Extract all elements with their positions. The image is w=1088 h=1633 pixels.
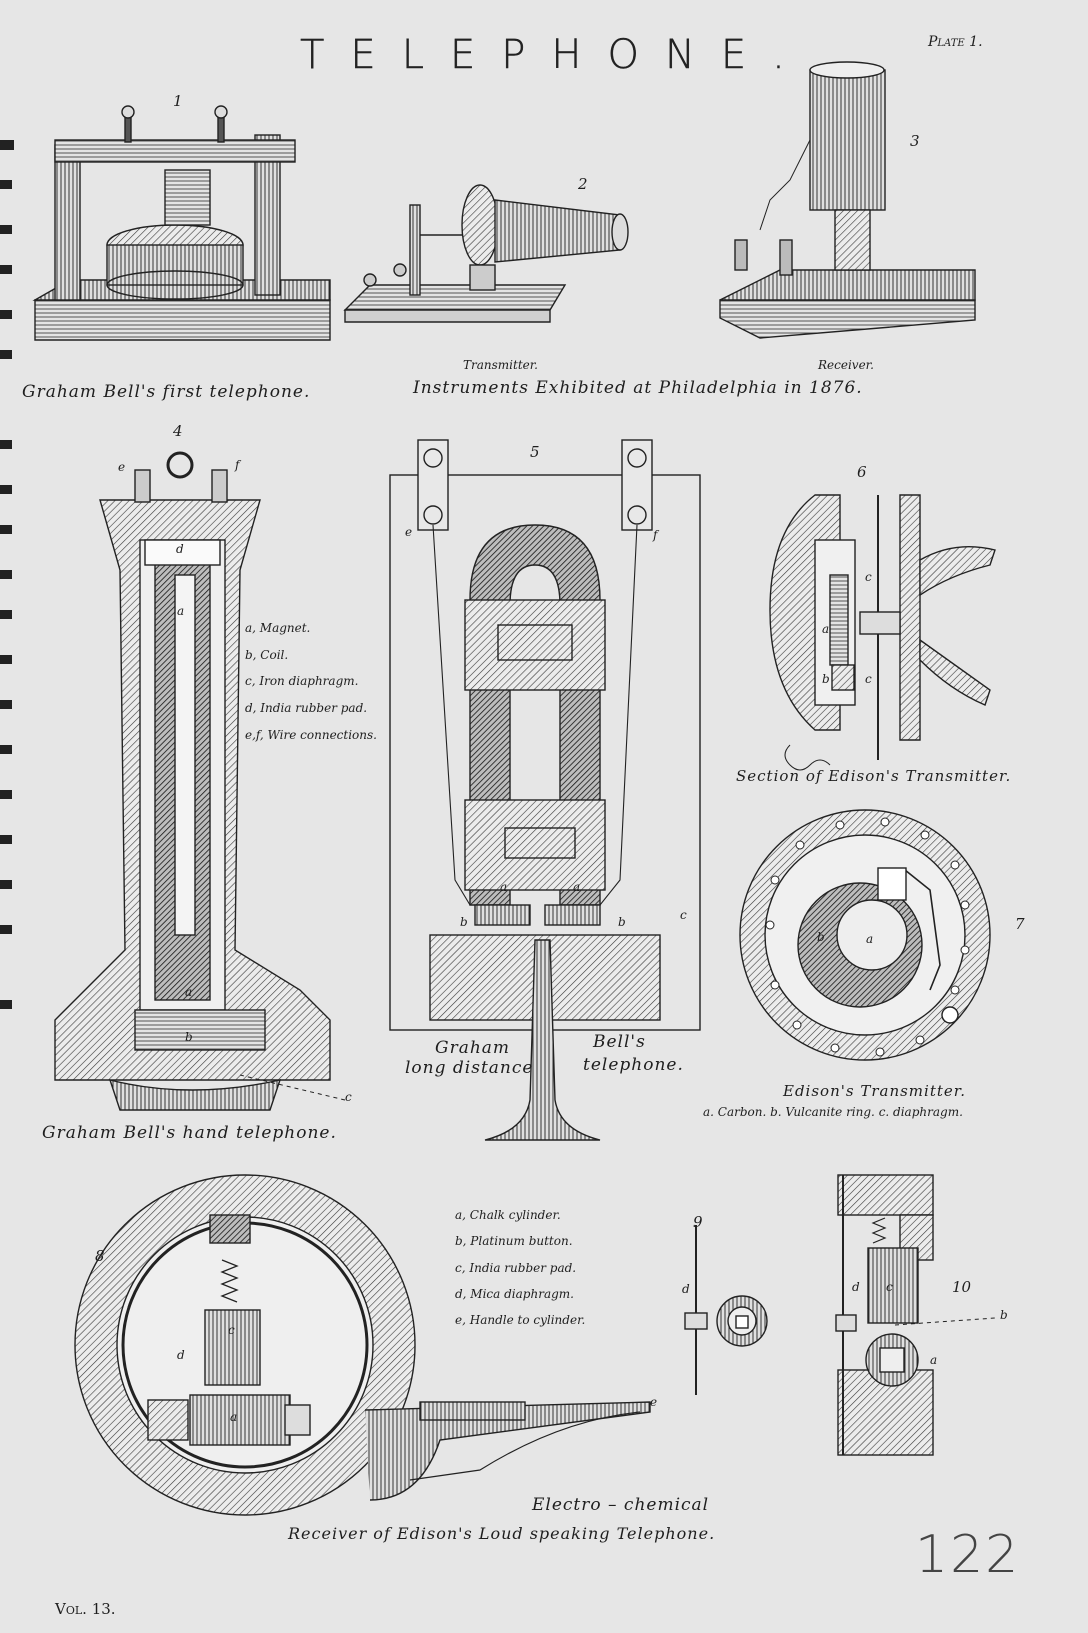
fig4-label-a-top: a xyxy=(177,604,185,618)
fig5-caption-long-distance: long distance xyxy=(405,1058,534,1078)
philadelphia-caption: Instruments Exhibited at Philadelphia in… xyxy=(413,378,863,398)
fig9-label-d: d xyxy=(682,1282,690,1296)
fig8-label-a: a xyxy=(230,1410,238,1424)
figure-number-3: 3 xyxy=(910,132,920,150)
figure-number-1: 1 xyxy=(173,92,183,110)
fig5-label-a-right: a xyxy=(573,880,581,894)
fig8-legend-d: d, Mica diaphragm. xyxy=(455,1287,574,1301)
figure-number-5: 5 xyxy=(530,443,540,461)
figure-number-9: 9 xyxy=(693,1213,703,1231)
fig5-label-c: c xyxy=(680,908,687,922)
fig8-caption-line1: Electro – chemical xyxy=(532,1495,710,1515)
figure-number-6: 6 xyxy=(857,463,867,481)
fig10-label-d: d xyxy=(852,1280,860,1294)
fig5-long-distance-telephone xyxy=(389,439,701,1141)
fig4-legend-c: c, Iron diaphragm. xyxy=(245,674,359,688)
fig8-legend-a: a, Chalk cylinder. xyxy=(455,1208,561,1222)
fig4-label-a-bottom: a xyxy=(185,985,193,999)
fig6-label-c-top: c xyxy=(865,570,872,584)
figure-number-8: 8 xyxy=(95,1247,105,1265)
fig9-detail xyxy=(684,1225,768,1395)
volume-label: Vol. 13. xyxy=(55,1600,116,1618)
fig5-label-a-left: a xyxy=(500,880,508,894)
fig4-legend-b: b, Coil. xyxy=(245,648,289,662)
fig4-caption: Graham Bell's hand telephone. xyxy=(42,1123,337,1143)
fig8-legend-b: b, Platinum button. xyxy=(455,1234,573,1248)
fig4-label-b: b xyxy=(185,1030,193,1044)
fig6-transmitter-section xyxy=(769,494,996,771)
figure-number-2: 2 xyxy=(578,175,588,193)
figure-number-10: 10 xyxy=(952,1278,972,1296)
fig4-legend-ef: e,f, Wire connections. xyxy=(245,728,377,742)
figure-number-4: 4 xyxy=(173,422,183,440)
fig5-label-b-right: b xyxy=(618,915,626,929)
fig8-label-c: c xyxy=(228,1323,235,1337)
fig6-label-b: b xyxy=(822,672,830,686)
fig5-caption-bells: Bell's xyxy=(593,1032,646,1052)
fig10-detail xyxy=(835,1174,996,1456)
fig7-caption: Edison's Transmitter. xyxy=(783,1082,967,1100)
fig10-label-c: c xyxy=(886,1280,893,1294)
fig7-label-a: a xyxy=(866,932,874,946)
binding-holes xyxy=(0,140,14,1009)
receiver-label: Receiver. xyxy=(818,358,874,372)
plate-title: TELEPHONE. xyxy=(300,32,811,78)
fig4-legend-d: d, India rubber pad. xyxy=(245,701,368,715)
figure-number-7: 7 xyxy=(1015,915,1025,933)
fig4-label-c: c xyxy=(345,1090,352,1104)
transmitter-label: Transmitter. xyxy=(463,358,538,372)
fig1-first-telephone xyxy=(32,105,331,341)
fig4-label-d: d xyxy=(176,542,184,556)
fig6-label-a: a xyxy=(822,622,830,636)
fig7-label-b: b xyxy=(817,930,825,944)
fig5-caption-telephone: telephone. xyxy=(583,1055,684,1075)
fig8-label-e: e xyxy=(650,1395,658,1409)
fig5-label-f: f xyxy=(653,528,658,542)
fig6-label-c-bottom: c xyxy=(865,672,872,686)
fig4-label-e: e xyxy=(118,460,126,474)
fig1-caption: Graham Bell's first telephone. xyxy=(22,382,311,402)
fig10-label-a: a xyxy=(930,1353,938,1367)
fig8-label-d: d xyxy=(177,1348,185,1362)
fig8-loud-speaking-receiver xyxy=(74,1174,651,1516)
fig7-legend: a. Carbon. b. Vulcanite ring. c. diaphra… xyxy=(703,1105,963,1119)
fig5-caption-graham: Graham xyxy=(435,1038,511,1058)
fig5-label-e: e xyxy=(405,525,413,539)
fig8-caption-line2: Receiver of Edison's Loud speaking Telep… xyxy=(288,1524,716,1543)
fig8-legend-e: e, Handle to cylinder. xyxy=(455,1313,586,1327)
plate-number: Plate 1. xyxy=(928,34,983,50)
fig4-hand-telephone xyxy=(54,451,346,1111)
fig3-receiver xyxy=(719,61,976,339)
fig5-label-b-left: b xyxy=(460,915,468,929)
fig6-caption: Section of Edison's Transmitter. xyxy=(736,767,1012,785)
fig8-legend-c: c, India rubber pad. xyxy=(455,1261,577,1275)
handwritten-page-number: 122 xyxy=(915,1525,1021,1585)
fig7-edison-transmitter xyxy=(739,809,991,1061)
fig4-label-f: f xyxy=(235,458,240,472)
fig2-transmitter xyxy=(343,184,629,323)
fig4-legend-a: a, Magnet. xyxy=(245,621,311,635)
fig10-label-b: b xyxy=(1000,1308,1008,1322)
